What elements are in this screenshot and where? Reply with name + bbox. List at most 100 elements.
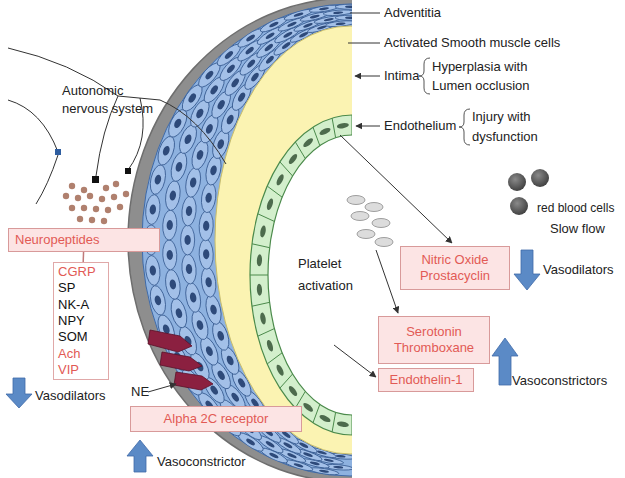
nerve-terminal: [55, 149, 61, 155]
box-text: SP: [58, 280, 75, 296]
cell-border: [252, 302, 270, 306]
cell-nucleus: [287, 21, 297, 28]
cell-nucleus: [324, 18, 334, 22]
label-box: SerotoninThromboxane: [378, 316, 490, 364]
platelet: [351, 212, 369, 221]
annotation-label: Endothelium: [384, 116, 462, 135]
smooth-muscle-cell: [144, 194, 161, 225]
cell-border: [267, 186, 282, 197]
smooth-muscle-cell: [335, 4, 352, 9]
cell-nucleus: [265, 31, 275, 39]
cell-nucleus: [204, 70, 215, 81]
annotation-label: Activated Smooth muscle cells: [384, 33, 622, 52]
label-box: Nitric OxideProstacyclin: [400, 246, 510, 290]
smooth-muscle-cell: [181, 195, 198, 226]
box-text: Thromboxane: [394, 340, 474, 356]
cell-body: [183, 281, 203, 313]
intima-layer: [215, 26, 352, 454]
cell-body: [335, 15, 352, 20]
box-text: Ach: [58, 346, 80, 362]
cell-nucleus: [209, 384, 219, 395]
leader-line: [340, 135, 452, 243]
annotation-label: Slow flow: [550, 219, 625, 238]
vesicle: [69, 205, 75, 211]
cell-nucleus: [256, 254, 262, 266]
cell-nucleus: [205, 123, 215, 135]
vesicle: [63, 193, 69, 199]
cell-nucleus: [303, 22, 313, 28]
cell-nucleus: [166, 250, 173, 260]
cell-body: [283, 458, 314, 473]
smooth-muscle-cell: [309, 4, 339, 14]
cell-nucleus: [187, 92, 197, 104]
cell-body: [162, 240, 178, 271]
red-blood-cell: [508, 173, 526, 191]
vesicle: [113, 181, 119, 187]
leader-line: [356, 126, 380, 127]
cell-body: [144, 255, 161, 286]
cell-border: [252, 244, 270, 248]
vesicle: [103, 185, 109, 191]
red-blood-cell: [510, 197, 528, 215]
cell-border: [258, 214, 275, 222]
smooth-muscle-cell: [199, 211, 214, 242]
smooth-muscle-cell: [164, 180, 183, 212]
annotation-label: red blood cells: [537, 199, 625, 218]
platelet: [347, 196, 365, 205]
endothelium-layer: [250, 115, 352, 435]
cell-nucleus: [335, 22, 345, 25]
cell-nucleus: [149, 265, 156, 276]
cell-body: [199, 211, 214, 242]
platelet: [372, 219, 390, 228]
cell-body: [148, 284, 168, 316]
cell-nucleus: [259, 312, 266, 325]
cell-body: [164, 269, 183, 301]
nerve-terminal: [92, 176, 99, 183]
leader-line: [376, 250, 398, 313]
cell-nucleus: [303, 452, 313, 458]
vesicle: [111, 194, 117, 200]
vesicle: [81, 205, 87, 211]
smooth-muscle-cell: [148, 163, 168, 195]
cell-nucleus: [293, 462, 303, 468]
nerve-terminal: [125, 168, 131, 174]
cell-nucleus: [246, 58, 256, 69]
vesicle: [69, 183, 75, 189]
smooth-muscle-cell: [155, 134, 178, 167]
vesicle: [105, 207, 111, 213]
leader-line: [350, 13, 380, 14]
cell-nucleus: [333, 466, 343, 469]
cell-body: [200, 266, 218, 298]
label-box: Endothelin-1: [378, 368, 474, 392]
list-box: CGRPSPNK-ANPYSOMAchVIP: [53, 262, 109, 380]
smooth-muscle-cell: [148, 284, 168, 316]
vesicle: [87, 193, 93, 199]
cell-nucleus: [337, 122, 350, 129]
cell-nucleus: [310, 14, 320, 19]
smooth-muscle-cell: [309, 466, 339, 476]
cell-nucleus: [265, 440, 275, 448]
smooth-muscle-cell: [335, 15, 352, 20]
cell-nucleus: [205, 192, 213, 203]
leader-line: [355, 76, 380, 77]
cell-nucleus: [189, 177, 197, 188]
smooth-muscle-cell: [283, 458, 314, 473]
vessel-lumen: [268, 135, 352, 415]
cell-nucleus: [283, 441, 293, 449]
cell-nucleus: [287, 452, 297, 459]
cell-body: [335, 4, 352, 9]
vesicle: [101, 218, 107, 224]
cell-border: [313, 404, 320, 422]
box-text: Endothelin-1: [390, 372, 463, 388]
ne-arrow: [148, 384, 176, 392]
annotation-label: Injury with dysfunction: [472, 107, 572, 147]
annotation-label: Vasodilators: [543, 260, 625, 279]
cell-body: [181, 195, 198, 226]
cell-nucleus: [216, 369, 226, 381]
cell-border: [332, 412, 336, 432]
cell-nucleus: [266, 339, 275, 352]
annotation-label: Adventitia: [384, 3, 504, 22]
annotation-label: Hyperplasia with Lumen occlusion: [432, 57, 547, 95]
brace: [459, 109, 470, 145]
